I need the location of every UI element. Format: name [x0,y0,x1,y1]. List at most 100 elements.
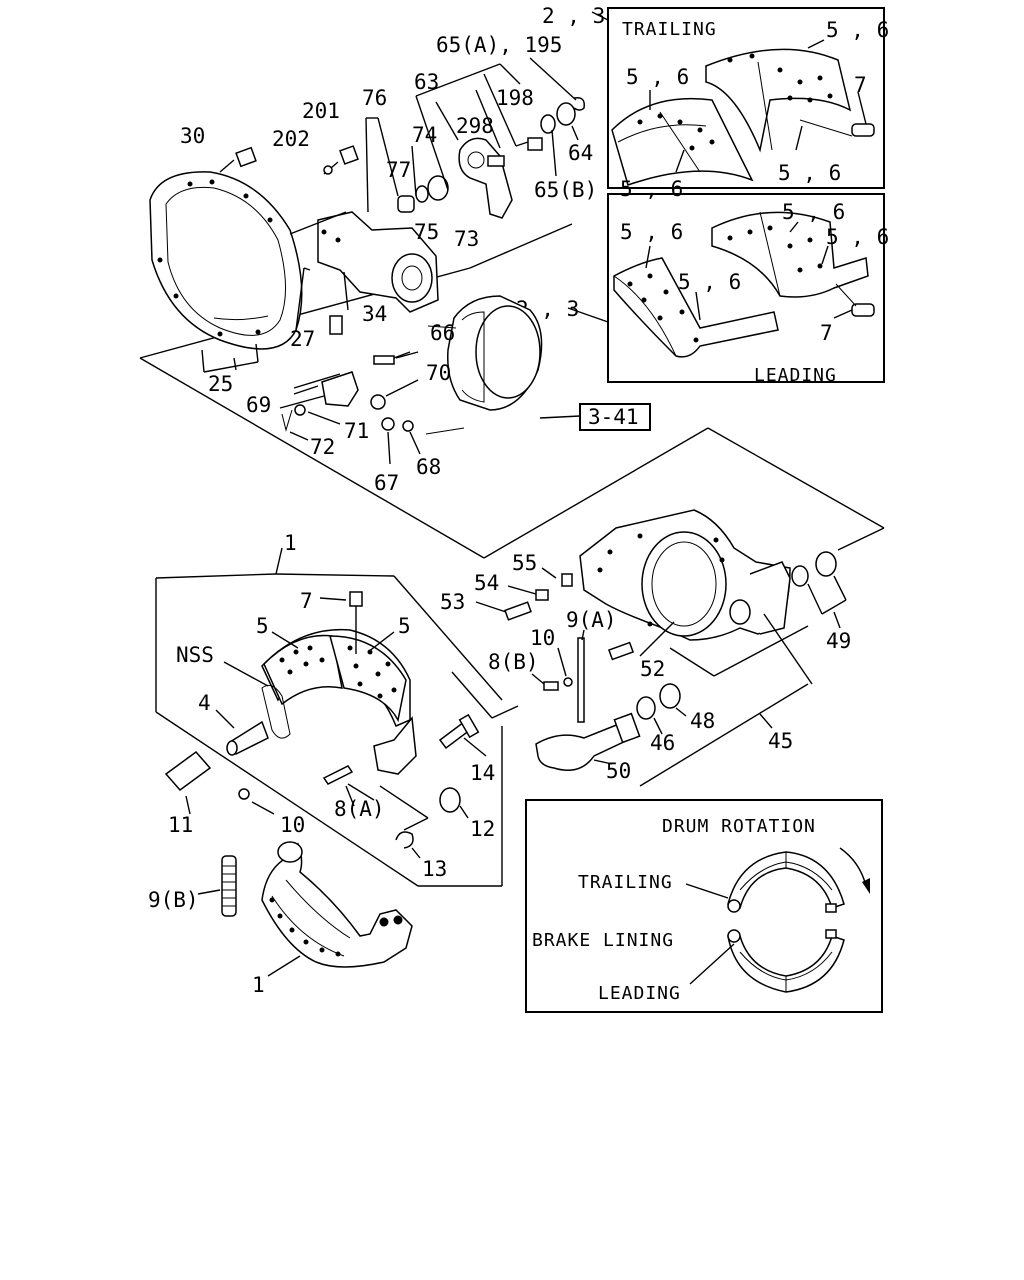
label-10-a: 10 [530,626,555,650]
label-52: 52 [640,657,665,681]
bracket-bore [391,253,433,303]
label-5-6-d: 5 , 6 [778,161,841,185]
label-67: 67 [374,471,399,495]
label-73: 73 [454,227,479,251]
clip-54 [535,589,549,601]
spring-9b: 9(B) [148,855,237,917]
bushing-12 [439,787,461,813]
slack-adjuster [458,137,513,219]
backing-plate-assembly: 65(A), 195 198 298 64 65(B) 63 74 76 201… [139,33,885,559]
leading-lining-left [613,257,779,358]
label-10-b: 10 [280,813,305,837]
clevis-69 [321,371,359,407]
label-48: 48 [690,709,715,733]
label-9b: 9(B) [148,888,199,912]
cotter-pin-72 [281,409,293,432]
bushing-49b [815,551,837,577]
bolt-8b [543,681,559,691]
lining-5-right [329,635,407,723]
label-68: 68 [416,455,441,479]
label-drum-rotation: DRUM ROTATION [662,816,816,837]
label-65b: 65(B) [534,178,597,202]
label-leading-box: LEADING [754,365,837,386]
plate-55 [561,573,573,587]
washer-46 [636,696,656,720]
lower-shoe-body [261,842,413,968]
label-70: 70 [426,361,451,385]
label-202: 202 [272,127,310,151]
seal-48 [659,683,681,709]
bolt-7-trailing [851,123,875,137]
label-77: 77 [386,158,411,182]
pin-8a [322,765,354,785]
label-76: 76 [362,86,387,110]
pin-11 [164,750,212,792]
label-198: 198 [496,86,534,110]
grease-fitting-34 [329,315,343,335]
label-25: 25 [208,372,233,396]
legend-frame [525,799,883,1013]
label-5-a: 5 [256,614,269,638]
pin-66 [373,355,395,365]
label-trailing-legend: TRAILING [578,872,673,893]
label-13: 13 [422,857,447,881]
label-201: 201 [302,99,340,123]
ring-65b [540,114,556,134]
label-5-6-e: 5 , 6 [620,220,683,244]
label-7-low: 7 [300,589,313,613]
label-27: 27 [290,327,315,351]
label-49: 49 [826,629,851,653]
leading-inset-frame [607,193,885,383]
label-5-6-g: 5 , 6 [826,225,889,249]
label-5-6-f: 5 , 6 [782,200,845,224]
label-14: 14 [470,761,495,785]
drum-rotation-legend: DRUM ROTATION TRAILING BRAKE LINING LEAD… [525,799,883,1013]
label-brake-lining: BRAKE LINING [532,930,674,951]
label-74: 74 [412,123,437,147]
legend-trailing-shoe [727,851,845,909]
label-leading-legend: LEADING [598,983,681,1004]
bolt-53 [504,601,532,621]
label-66: 66 [430,321,455,345]
washer-10-a [563,677,573,687]
bolt-7-shoe [349,591,363,607]
label-5-6-b: 5 , 6 [626,65,689,89]
trailing-lining-right [705,48,852,153]
plug-298 [487,155,505,167]
bolt-30 [235,146,257,168]
label-7-mid: 7 [820,321,833,345]
label-69: 69 [246,393,271,417]
washer-71 [294,404,306,416]
bushing-49a [791,565,809,587]
label-54: 54 [474,571,499,595]
trailing-shoe-inset: TRAILING 5 , 6 5 , 6 7 5 , 6 5 , 6 [607,7,889,201]
nut-70 [370,394,386,410]
clip-65a [573,96,586,111]
rotation-arrow [839,847,867,887]
label-50: 50 [606,759,631,783]
label-12: 12 [470,817,495,841]
pin-9a [577,637,585,723]
label-65a-195: 65(A), 195 [436,33,562,57]
label-71: 71 [344,419,369,443]
seal-75 [415,185,429,203]
label-5-6-a: 5 , 6 [826,18,889,42]
label-46: 46 [650,731,675,755]
label-11: 11 [168,813,193,837]
label-trailing-box: TRAILING [622,19,717,40]
label-3-41: 3-41 [588,405,639,429]
washer-202 [323,165,333,175]
label-1-top: 1 [284,531,297,555]
shoe-anchor-end [373,716,417,775]
fitting-198 [527,137,543,151]
leading-shoe-inset: LEADING 5 , 6 5 , 6 5 , 6 5 , 6 7 [607,193,889,386]
label-34: 34 [362,302,387,326]
rotation-arrowhead [862,878,870,894]
lower-shoe-eye [277,841,303,863]
snap-ring-13 [395,831,414,849]
bolt-52 [607,641,635,661]
camshaft-spline [613,712,641,744]
ref-box-3-41 [579,403,651,431]
shoe-web-nss [261,684,291,739]
